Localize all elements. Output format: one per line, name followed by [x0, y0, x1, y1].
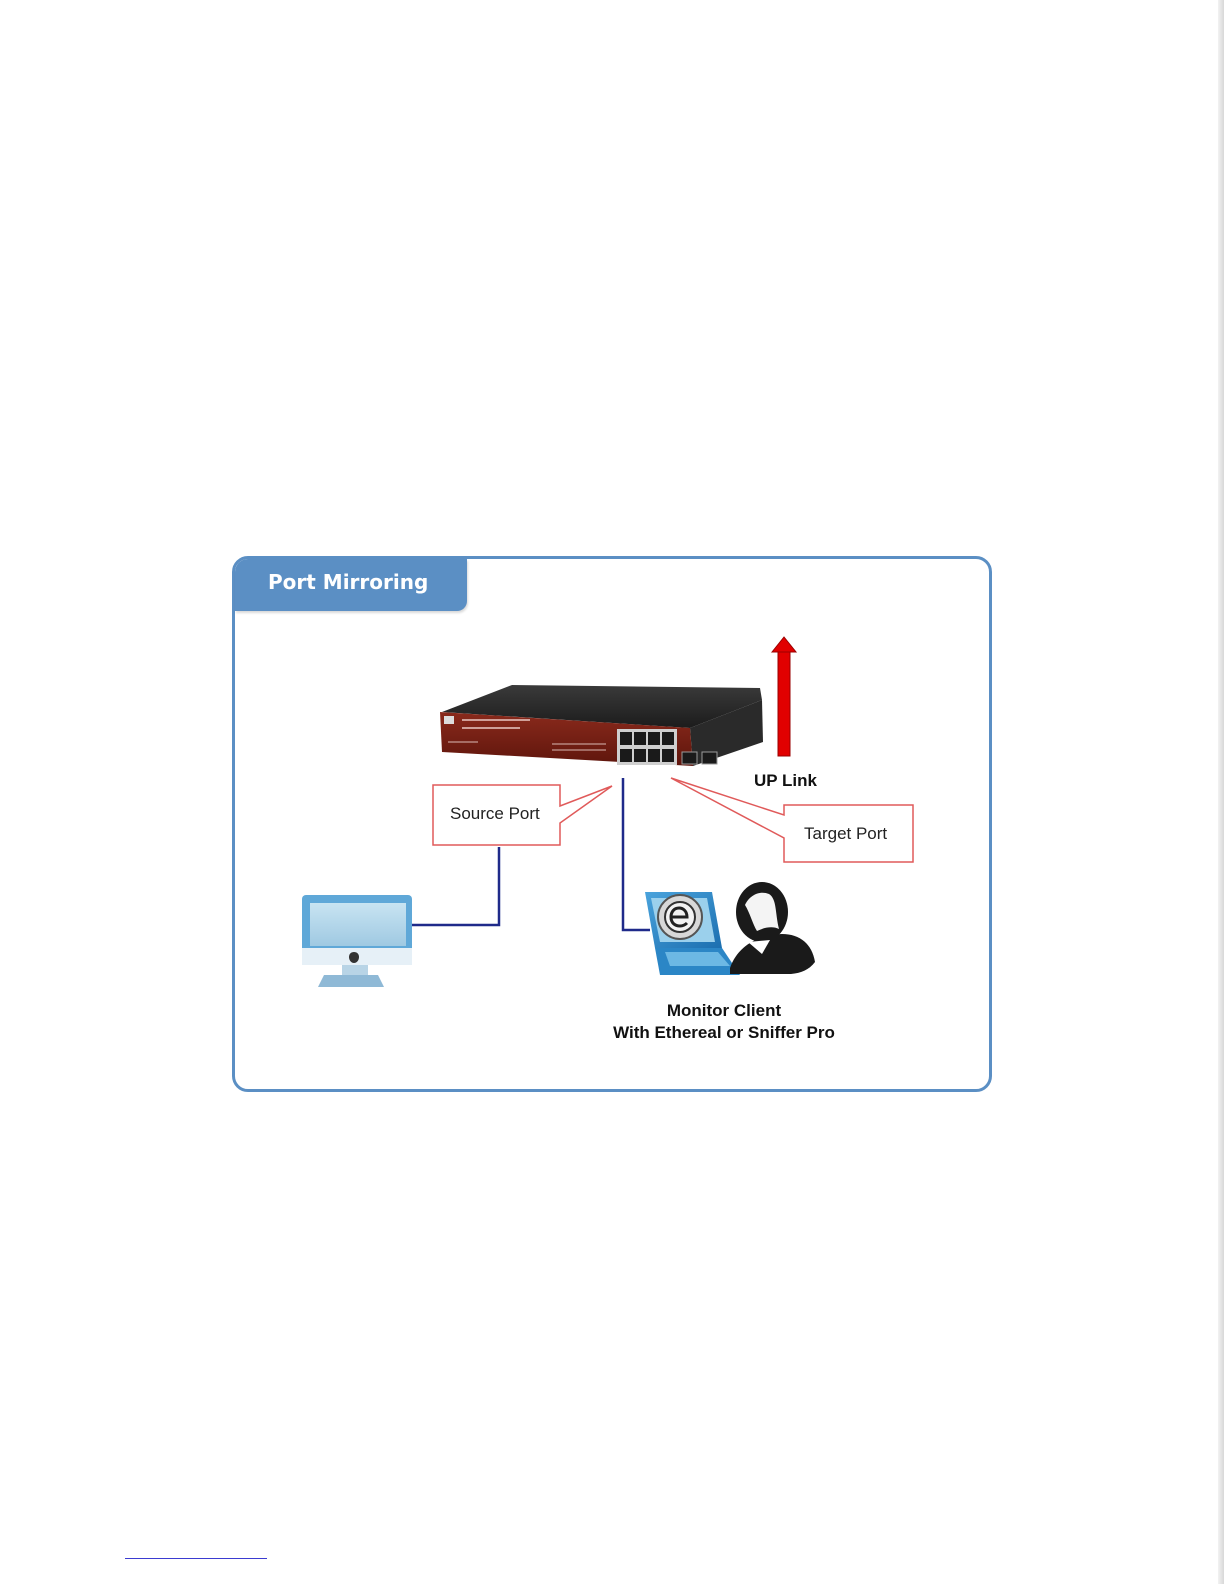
monitor-client-sublabel: With Ethereal or Sniffer Pro — [584, 1023, 864, 1043]
monitor-client-label: Monitor Client — [604, 1001, 844, 1021]
laptop-user-icon — [645, 882, 815, 975]
arrow-up-icon — [772, 637, 796, 756]
network-switch-icon — [440, 685, 763, 766]
source-port-label: Source Port — [450, 804, 540, 824]
footnote-rule — [125, 1558, 267, 1559]
uplink-label: UP Link — [754, 771, 817, 791]
target-port-label: Target Port — [804, 824, 887, 844]
desktop-computer-icon — [302, 895, 412, 987]
